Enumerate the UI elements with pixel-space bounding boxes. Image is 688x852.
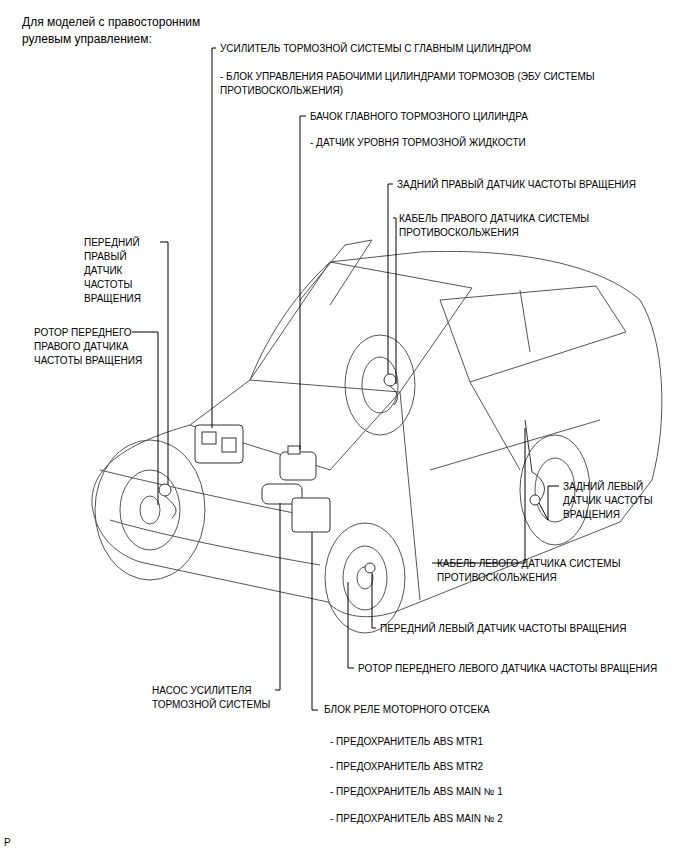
part-label: РОТОР ПЕРЕДНЕГО ПРАВОГО ДАТЧИКА ЧАСТОТЫ … — [34, 326, 156, 368]
part-label: ЗАДНИЙ ПРАВЫЙ ДАТЧИК ЧАСТОТЫ ВРАЩЕНИЯ — [397, 178, 637, 192]
part-label: НАСОС УСИЛИТЕЛЯ ТОРМОЗНОЙ СИСТЕМЫ — [152, 684, 272, 712]
part-label: - ПРЕДОХРАНИТЕЛЬ ABS MTR1 — [330, 735, 630, 749]
part-label: - БЛОК УПРАВЛЕНИЯ РАБОЧИМИ ЦИЛИНДРАМИ ТО… — [220, 70, 650, 98]
part-label: - ПРЕДОХРАНИТЕЛЬ ABS MAIN № 1 — [330, 785, 630, 799]
part-label: БЛОК РЕЛЕ МОТОРНОГО ОТСЕКА — [324, 703, 624, 717]
part-label: - ПРЕДОХРАНИТЕЛЬ ABS MTR2 — [330, 760, 630, 774]
part-label: КАБЕЛЬ ЛЕВОГО ДАТЧИКА СИСТЕМЫ ПРОТИВОСКО… — [437, 557, 677, 585]
part-label: - ДАТЧИК УРОВНЯ ТОРМОЗНОЙ ЖИДКОСТИ — [310, 136, 610, 150]
part-label: УСИЛИТЕЛЬ ТОРМОЗНОЙ СИСТЕМЫ С ГЛАВНЫМ ЦИ… — [220, 42, 660, 56]
heading-note: Для моделей с правосторонним рулевым упр… — [22, 14, 212, 48]
part-label: ПЕРЕДНИЙ ЛЕВЫЙ ДАТЧИК ЧАСТОТЫ ВРАЩЕНИЯ — [380, 622, 650, 636]
part-label: ПЕРЕДНИЙ ПРАВЫЙ ДАТЧИК ЧАСТОТЫ ВРАЩЕНИЯ — [84, 236, 156, 306]
part-label: - ПРЕДОХРАНИТЕЛЬ ABS MAIN № 2 — [330, 812, 630, 826]
part-label: БАЧОК ГЛАВНОГО ТОРМОЗНОГО ЦИЛИНДРА — [310, 110, 610, 124]
part-label: КАБЕЛЬ ПРАВОГО ДАТЧИКА СИСТЕМЫ ПРОТИВОСК… — [399, 212, 634, 240]
part-label: РОТОР ПЕРЕДНЕГО ЛЕВОГО ДАТЧИКА ЧАСТОТЫ В… — [358, 662, 658, 676]
part-label: P — [4, 836, 24, 850]
part-label: ЗАДНИЙ ЛЕВЫЙ ДАТЧИК ЧАСТОТЫ ВРАЩЕНИЯ — [563, 480, 678, 522]
